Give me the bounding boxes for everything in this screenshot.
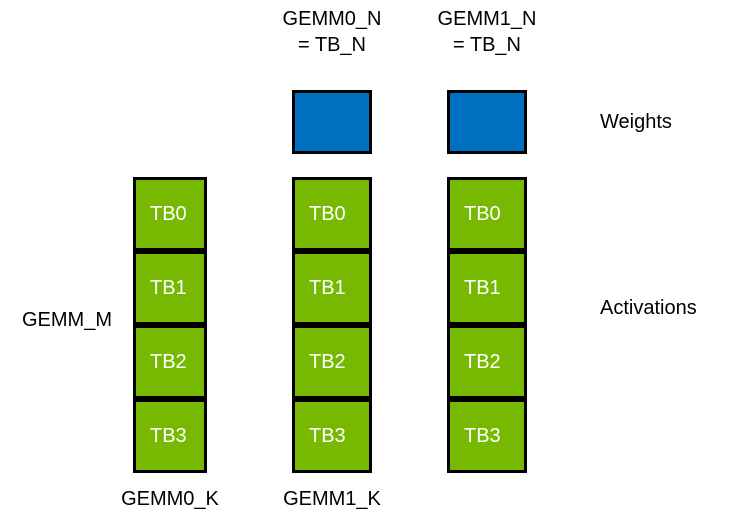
tb-cell: TB2: [292, 325, 372, 399]
bottom-label-gemm0-k: GEMM0_K: [121, 488, 219, 510]
left-label-gemm-m: GEMM_M: [22, 309, 112, 331]
header-label-gemm0-n-line1: GEMM0_N: [282, 8, 382, 30]
weights-block-gemm0: [292, 90, 372, 154]
tb-cell: TB0: [447, 177, 527, 251]
activations-column-0: TB0 TB1 TB2 TB3: [133, 177, 207, 473]
row-label-activations: Activations: [600, 297, 697, 319]
tb-cell: TB3: [292, 399, 372, 473]
tb-cell: TB0: [292, 177, 372, 251]
tb-cell: TB1: [133, 251, 207, 325]
tb-cell: TB1: [292, 251, 372, 325]
activations-column-1: TB0 TB1 TB2 TB3: [292, 177, 372, 473]
bottom-label-gemm1-k: GEMM1_K: [283, 488, 381, 510]
activations-column-2: TB0 TB1 TB2 TB3: [447, 177, 527, 473]
tb-cell: TB2: [133, 325, 207, 399]
header-label-gemm0-n-line2: = TB_N: [298, 34, 366, 56]
weights-block-gemm1: [447, 90, 527, 154]
header-label-gemm0-n: GEMM0_N = TB_N: [252, 6, 412, 58]
header-label-gemm1-n-line2: = TB_N: [453, 34, 521, 56]
tb-cell: TB1: [447, 251, 527, 325]
tb-cell: TB3: [133, 399, 207, 473]
row-label-weights: Weights: [600, 111, 672, 133]
tb-cell: TB2: [447, 325, 527, 399]
tb-cell: TB3: [447, 399, 527, 473]
header-label-gemm1-n-line1: GEMM1_N: [437, 8, 537, 30]
tb-cell: TB0: [133, 177, 207, 251]
header-label-gemm1-n: GEMM1_N = TB_N: [407, 6, 567, 58]
